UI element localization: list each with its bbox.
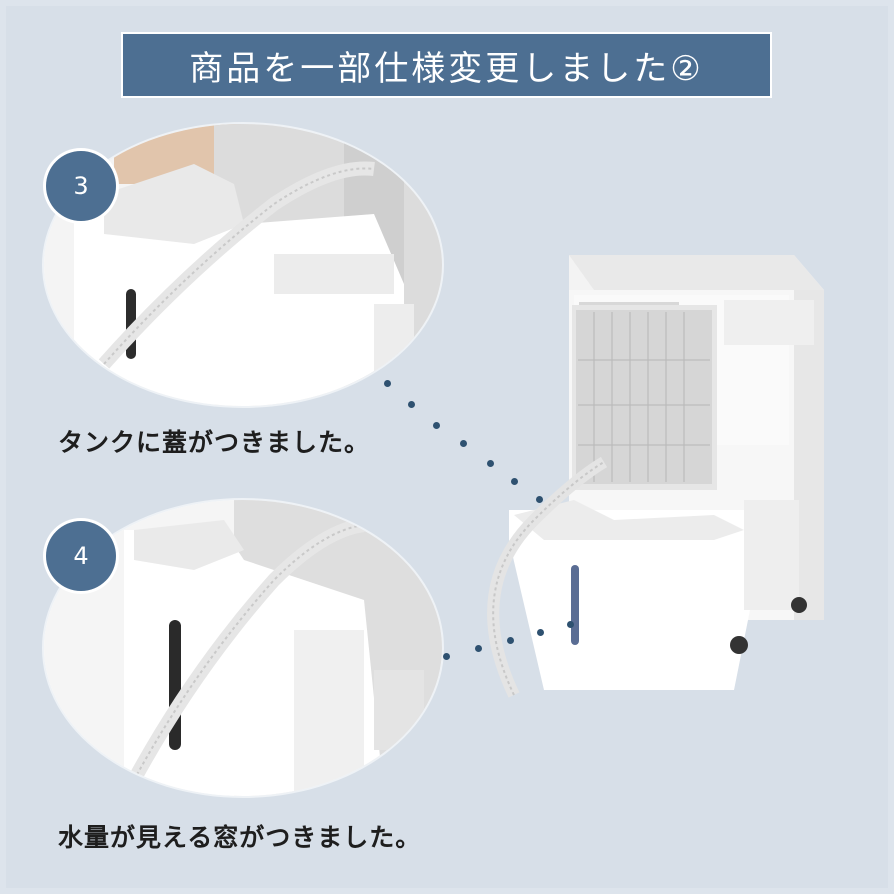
step-caption-3: タンクに蓋がつきました。 xyxy=(58,428,371,457)
connector-dot xyxy=(487,460,494,467)
connector-dot xyxy=(475,645,482,652)
connector-dot xyxy=(536,496,543,503)
connector-dot xyxy=(433,422,440,429)
step-caption-4: 水量が見える窓がつきました。 xyxy=(58,823,422,852)
step-badge-3: 3 xyxy=(46,151,116,221)
water-window-photo xyxy=(44,500,442,796)
step-badge-4: 4 xyxy=(46,521,116,591)
tank-lid-photo xyxy=(44,124,442,406)
connector-dot xyxy=(567,621,574,628)
connector-dot xyxy=(537,629,544,636)
connector-dot xyxy=(443,653,450,660)
connector-dot xyxy=(384,380,391,387)
connector-dot xyxy=(408,401,415,408)
connector-dot xyxy=(460,440,467,447)
connector-dot xyxy=(507,637,514,644)
connector-dot xyxy=(511,478,518,485)
dehumidifier-product-image xyxy=(454,230,844,700)
page-title: 商品を一部仕様変更しました② xyxy=(121,32,772,98)
